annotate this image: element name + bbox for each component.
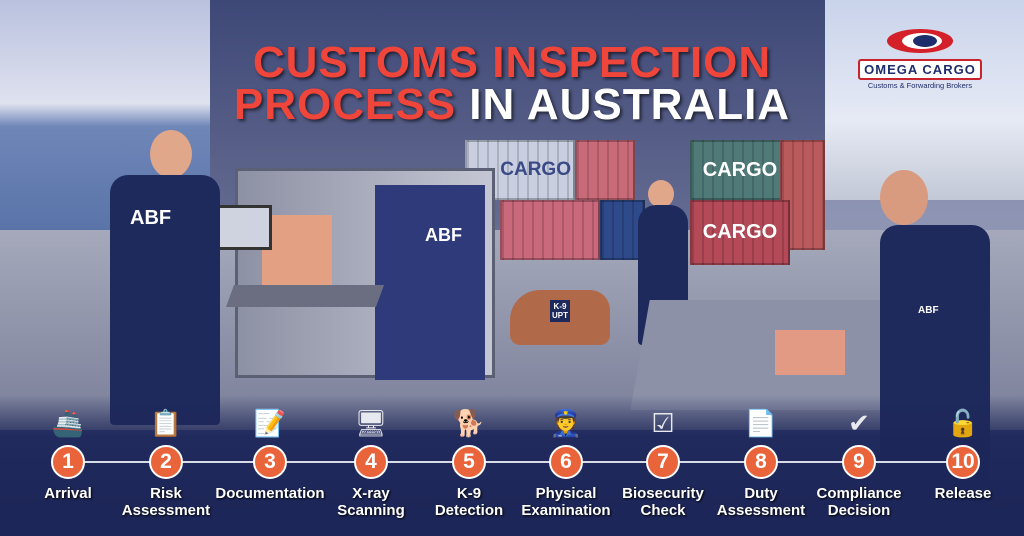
compliance-icon: ✔ (848, 408, 870, 438)
process-step: 🔓 10 Release (908, 405, 1018, 502)
dog-icon: 🐕 (452, 408, 486, 438)
process-step: 📝 3 Documentation (215, 405, 325, 502)
container: CARGO (690, 140, 790, 200)
unlock-icon: 🔓 (946, 408, 980, 438)
officer-icon: 👮 (549, 408, 583, 438)
process-step: 🚢 1 Arrival (13, 405, 123, 502)
process-step: 🖥 4 X-ray Scanning (316, 405, 426, 519)
process-step: 👮 6 Physical Examination (511, 405, 621, 519)
step-number: 6 (549, 445, 583, 479)
step-label: K-9 Detection (434, 485, 504, 519)
step-number: 3 (253, 445, 287, 479)
xray-panel: ABF (375, 185, 485, 380)
officer-head (150, 130, 192, 178)
company-logo: OMEGA CARGO Customs & Forwarding Brokers (850, 28, 990, 90)
cargo-boxes (262, 215, 332, 285)
monitor (212, 205, 272, 250)
omega-swoosh-icon (887, 29, 953, 53)
inspection-table (630, 300, 910, 410)
detection-dog: K-9 UPT (510, 290, 610, 345)
process-step: 🐕 5 K-9 Detection (414, 405, 524, 519)
logo-name: OMEGA CARGO (858, 59, 982, 80)
container-label: CARGO (500, 159, 571, 180)
container: CARGO (690, 200, 790, 265)
container (575, 140, 635, 200)
step-label: Physical Examination (521, 485, 611, 519)
step-label: Risk Assessment (121, 485, 211, 519)
timeline-connector (68, 461, 963, 463)
open-parcel (775, 330, 845, 375)
container-label: CARGO (702, 158, 778, 181)
process-step: ✔ 9 Compliance Decision (804, 405, 914, 519)
process-step: 📄 8 Duty Assessment (706, 405, 816, 519)
step-number: 1 (51, 445, 85, 479)
officer-head (648, 180, 674, 208)
officer-head (880, 170, 928, 225)
step-number: 4 (354, 445, 388, 479)
clipboard-search-icon: 📋 (149, 408, 183, 438)
officer-badge: ABF (130, 207, 172, 229)
step-number: 9 (842, 445, 876, 479)
logo-tagline: Customs & Forwarding Brokers (867, 81, 973, 90)
conveyor-belt (225, 285, 385, 307)
xray-monitor-icon: 🖥 (354, 408, 388, 438)
process-step: 📋 2 Risk Assessment (111, 405, 221, 519)
step-label: Duty Assessment (716, 485, 806, 519)
step-number: 5 (452, 445, 486, 479)
officer-badge: ABF (918, 305, 939, 316)
title-line-1: CUSTOMS INSPECTION (252, 38, 772, 87)
ship-icon: 🚢 (51, 408, 85, 438)
step-number: 10 (946, 445, 980, 479)
title-line-2: PROCESS IN AUSTRALIA (0, 80, 1024, 130)
step-label: Compliance Decision (816, 485, 902, 519)
duty-document-icon: 📄 (744, 408, 778, 438)
step-label: Arrival (44, 485, 92, 502)
step-number: 7 (646, 445, 680, 479)
step-label: Documentation (215, 485, 325, 502)
step-label: Release (934, 485, 992, 502)
checklist-icon: ☑ (651, 408, 675, 438)
container (600, 200, 645, 260)
step-number: 2 (149, 445, 183, 479)
machine-agency-label: ABF (425, 225, 462, 245)
step-number: 8 (744, 445, 778, 479)
container (500, 200, 600, 260)
title-australia: IN AUSTRALIA (456, 80, 791, 129)
officer: ABF (110, 175, 220, 425)
step-label: Biosecurity Check (622, 485, 704, 519)
title-process: PROCESS (233, 80, 457, 129)
document-pen-icon: 📝 (253, 408, 287, 438)
dog-vest-label: K-9 UPT (550, 300, 570, 322)
container-label: CARGO (702, 221, 778, 243)
process-step: ☑ 7 Biosecurity Check (608, 405, 718, 519)
step-label: X-ray Scanning (337, 485, 405, 519)
